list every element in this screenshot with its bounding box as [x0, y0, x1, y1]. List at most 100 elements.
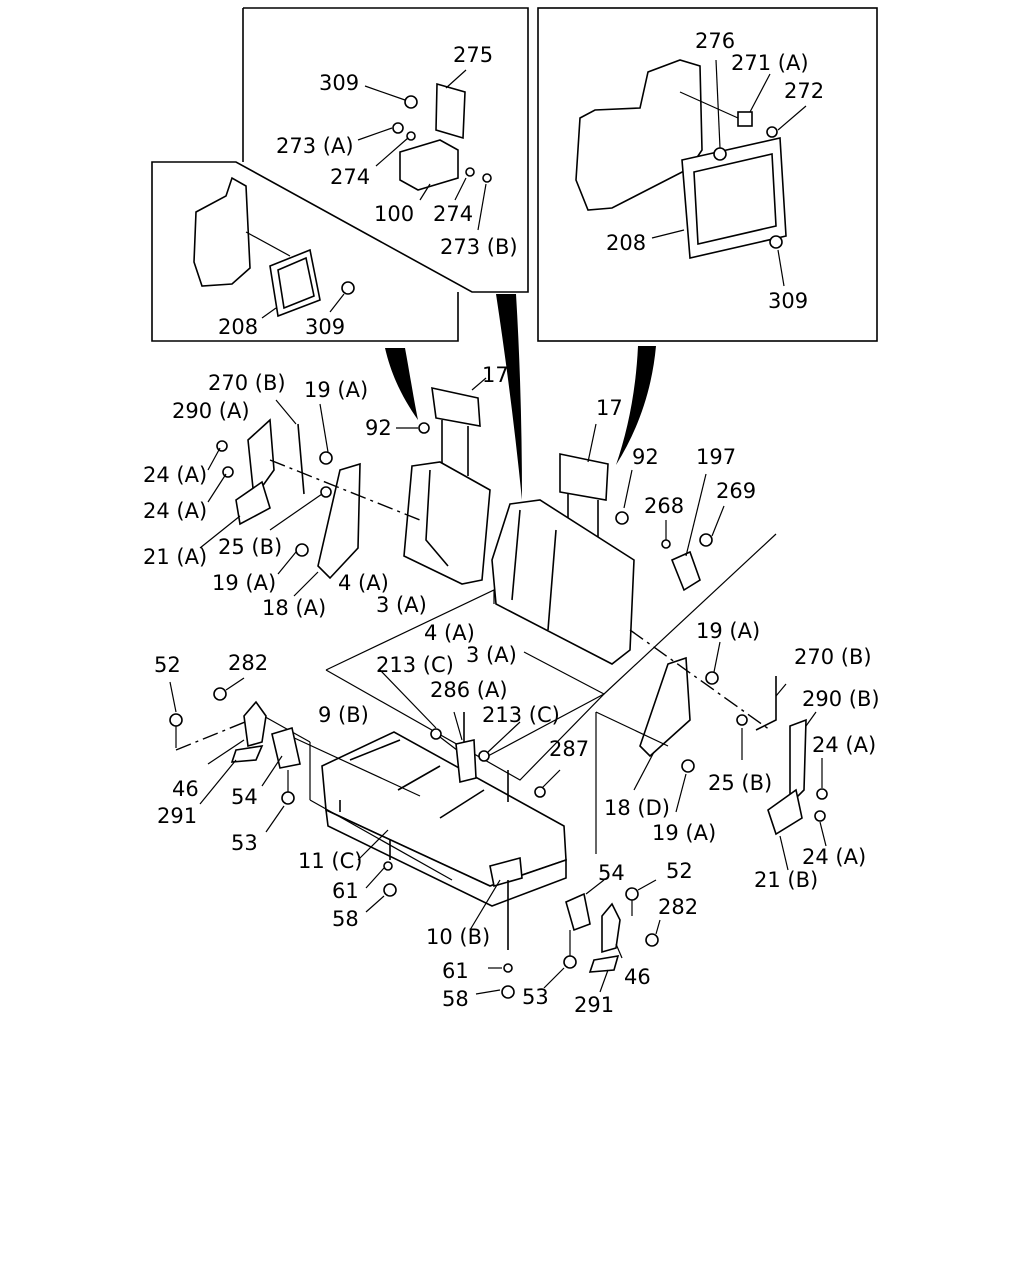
label-24a-1: 24 (A): [143, 463, 207, 487]
headrest-17-left: [431, 386, 481, 427]
pointer-right: [616, 346, 656, 465]
inset-frame-center-left: [151, 7, 529, 342]
label-24a-3: 24 (A): [812, 733, 876, 757]
label-19a-3: 19 (A): [696, 619, 760, 643]
label-18a: 18 (A): [262, 596, 326, 620]
label-273b: 273 (B): [440, 235, 518, 259]
floor-anchors-right: [357, 829, 661, 999]
label-213c-2: 213 (C): [482, 703, 560, 727]
plate-291-left: [230, 744, 264, 763]
screw-309-left: [341, 281, 355, 295]
label-269: 269: [716, 479, 756, 503]
bracket-10b: [489, 856, 523, 888]
rod-270b-right: [755, 676, 777, 731]
label-276: 276: [695, 29, 735, 53]
part-number-labels: 309 275 273 (A) 274 100 274 273 (B) 276 …: [143, 29, 880, 1017]
label-290a: 290 (A): [172, 399, 250, 423]
label-268: 268: [644, 494, 684, 518]
label-21b: 21 (B): [754, 868, 818, 892]
plate-291-right: [588, 955, 620, 973]
right-hinge-parts: [629, 473, 828, 871]
label-24a-2: 24 (A): [143, 499, 207, 523]
label-287: 287: [549, 737, 589, 761]
label-282-left: 282: [228, 651, 268, 675]
label-17-right: 17: [596, 396, 623, 420]
label-274-b: 274: [433, 202, 473, 226]
label-19a-1: 19 (A): [304, 378, 368, 402]
inset-frame-right: [537, 7, 878, 342]
label-309-left: 309: [305, 315, 345, 339]
headrest-17-right: [559, 453, 609, 501]
label-25b-left: 25 (B): [218, 535, 282, 559]
label-54-left: 54: [231, 785, 258, 809]
label-213c-1: 213 (C): [376, 653, 454, 677]
label-52-right: 52: [666, 859, 693, 883]
bracket-290a: [247, 418, 275, 501]
label-54-right: 54: [598, 861, 625, 885]
bracket-54-left: [271, 726, 301, 769]
nut-213c-2: [478, 750, 490, 762]
nut-271a: [737, 111, 753, 127]
label-52-left: 52: [154, 653, 181, 677]
label-272: 272: [784, 79, 824, 103]
label-4a-center: 4 (A): [424, 621, 475, 645]
bracket-290b: [789, 718, 807, 806]
label-18d: 18 (D): [604, 796, 670, 820]
bolt-52-right: [625, 887, 639, 901]
label-53-left: 53: [231, 831, 258, 855]
label-24a-4: 24 (A): [802, 845, 866, 869]
callout-pointers: [385, 294, 656, 500]
left-seatback: [396, 377, 491, 585]
label-92-right: 92: [632, 445, 659, 469]
label-291-right: 291: [574, 993, 614, 1017]
label-270b-right: 270 (B): [794, 645, 872, 669]
bolt-58-right: [501, 985, 515, 999]
inset-frames: [151, 7, 878, 342]
inset-side-panel: [193, 176, 355, 319]
bolt-19a-4: [681, 759, 695, 773]
part-268: [661, 539, 671, 549]
bolt-282-left: [213, 687, 227, 701]
seatback-3a-center: [491, 499, 635, 665]
label-10b: 10 (B): [426, 925, 490, 949]
washer-61-right: [503, 963, 513, 973]
bolt-19a-1: [319, 451, 333, 465]
label-3a-left: 3 (A): [376, 593, 427, 617]
label-21a: 21 (A): [143, 545, 207, 569]
label-4a-left: 4 (A): [338, 571, 389, 595]
nut-276: [713, 147, 727, 161]
bolt-58-left: [383, 883, 397, 897]
label-274-a: 274: [330, 165, 370, 189]
label-46-right: 46: [624, 965, 651, 989]
label-11c: 11 (C): [298, 849, 362, 873]
inset-seatback-rear: [575, 59, 807, 287]
label-58-left: 58: [332, 907, 359, 931]
label-273a: 273 (A): [276, 134, 354, 158]
assembly-lines: [175, 533, 777, 881]
bracket-286a: [455, 739, 477, 783]
label-53-right: 53: [522, 985, 549, 1009]
bolt-19a-2: [295, 543, 309, 557]
label-309-top: 309: [319, 71, 359, 95]
bracket-275: [435, 82, 466, 140]
bolt-19a-3: [705, 671, 719, 685]
nut-213c-1: [430, 728, 442, 740]
label-58-right: 58: [442, 987, 469, 1011]
bolt-282-right: [645, 933, 659, 947]
left-hinge-parts: [199, 399, 421, 597]
bolt-53-left: [281, 791, 295, 805]
bracket-21a: [235, 480, 271, 526]
label-291-left: 291: [157, 804, 197, 828]
nut-25b-right: [736, 714, 748, 726]
label-92-left: 92: [365, 416, 392, 440]
label-282-right: 282: [658, 895, 698, 919]
seatback-rear-view: [575, 59, 703, 211]
bracket-46-right: [601, 902, 621, 954]
label-19a-2: 19 (A): [212, 571, 276, 595]
clip-273b: [482, 173, 492, 183]
side-panel-left: [193, 176, 251, 287]
washer-61-left: [383, 861, 393, 871]
label-61-left: 61: [332, 879, 359, 903]
